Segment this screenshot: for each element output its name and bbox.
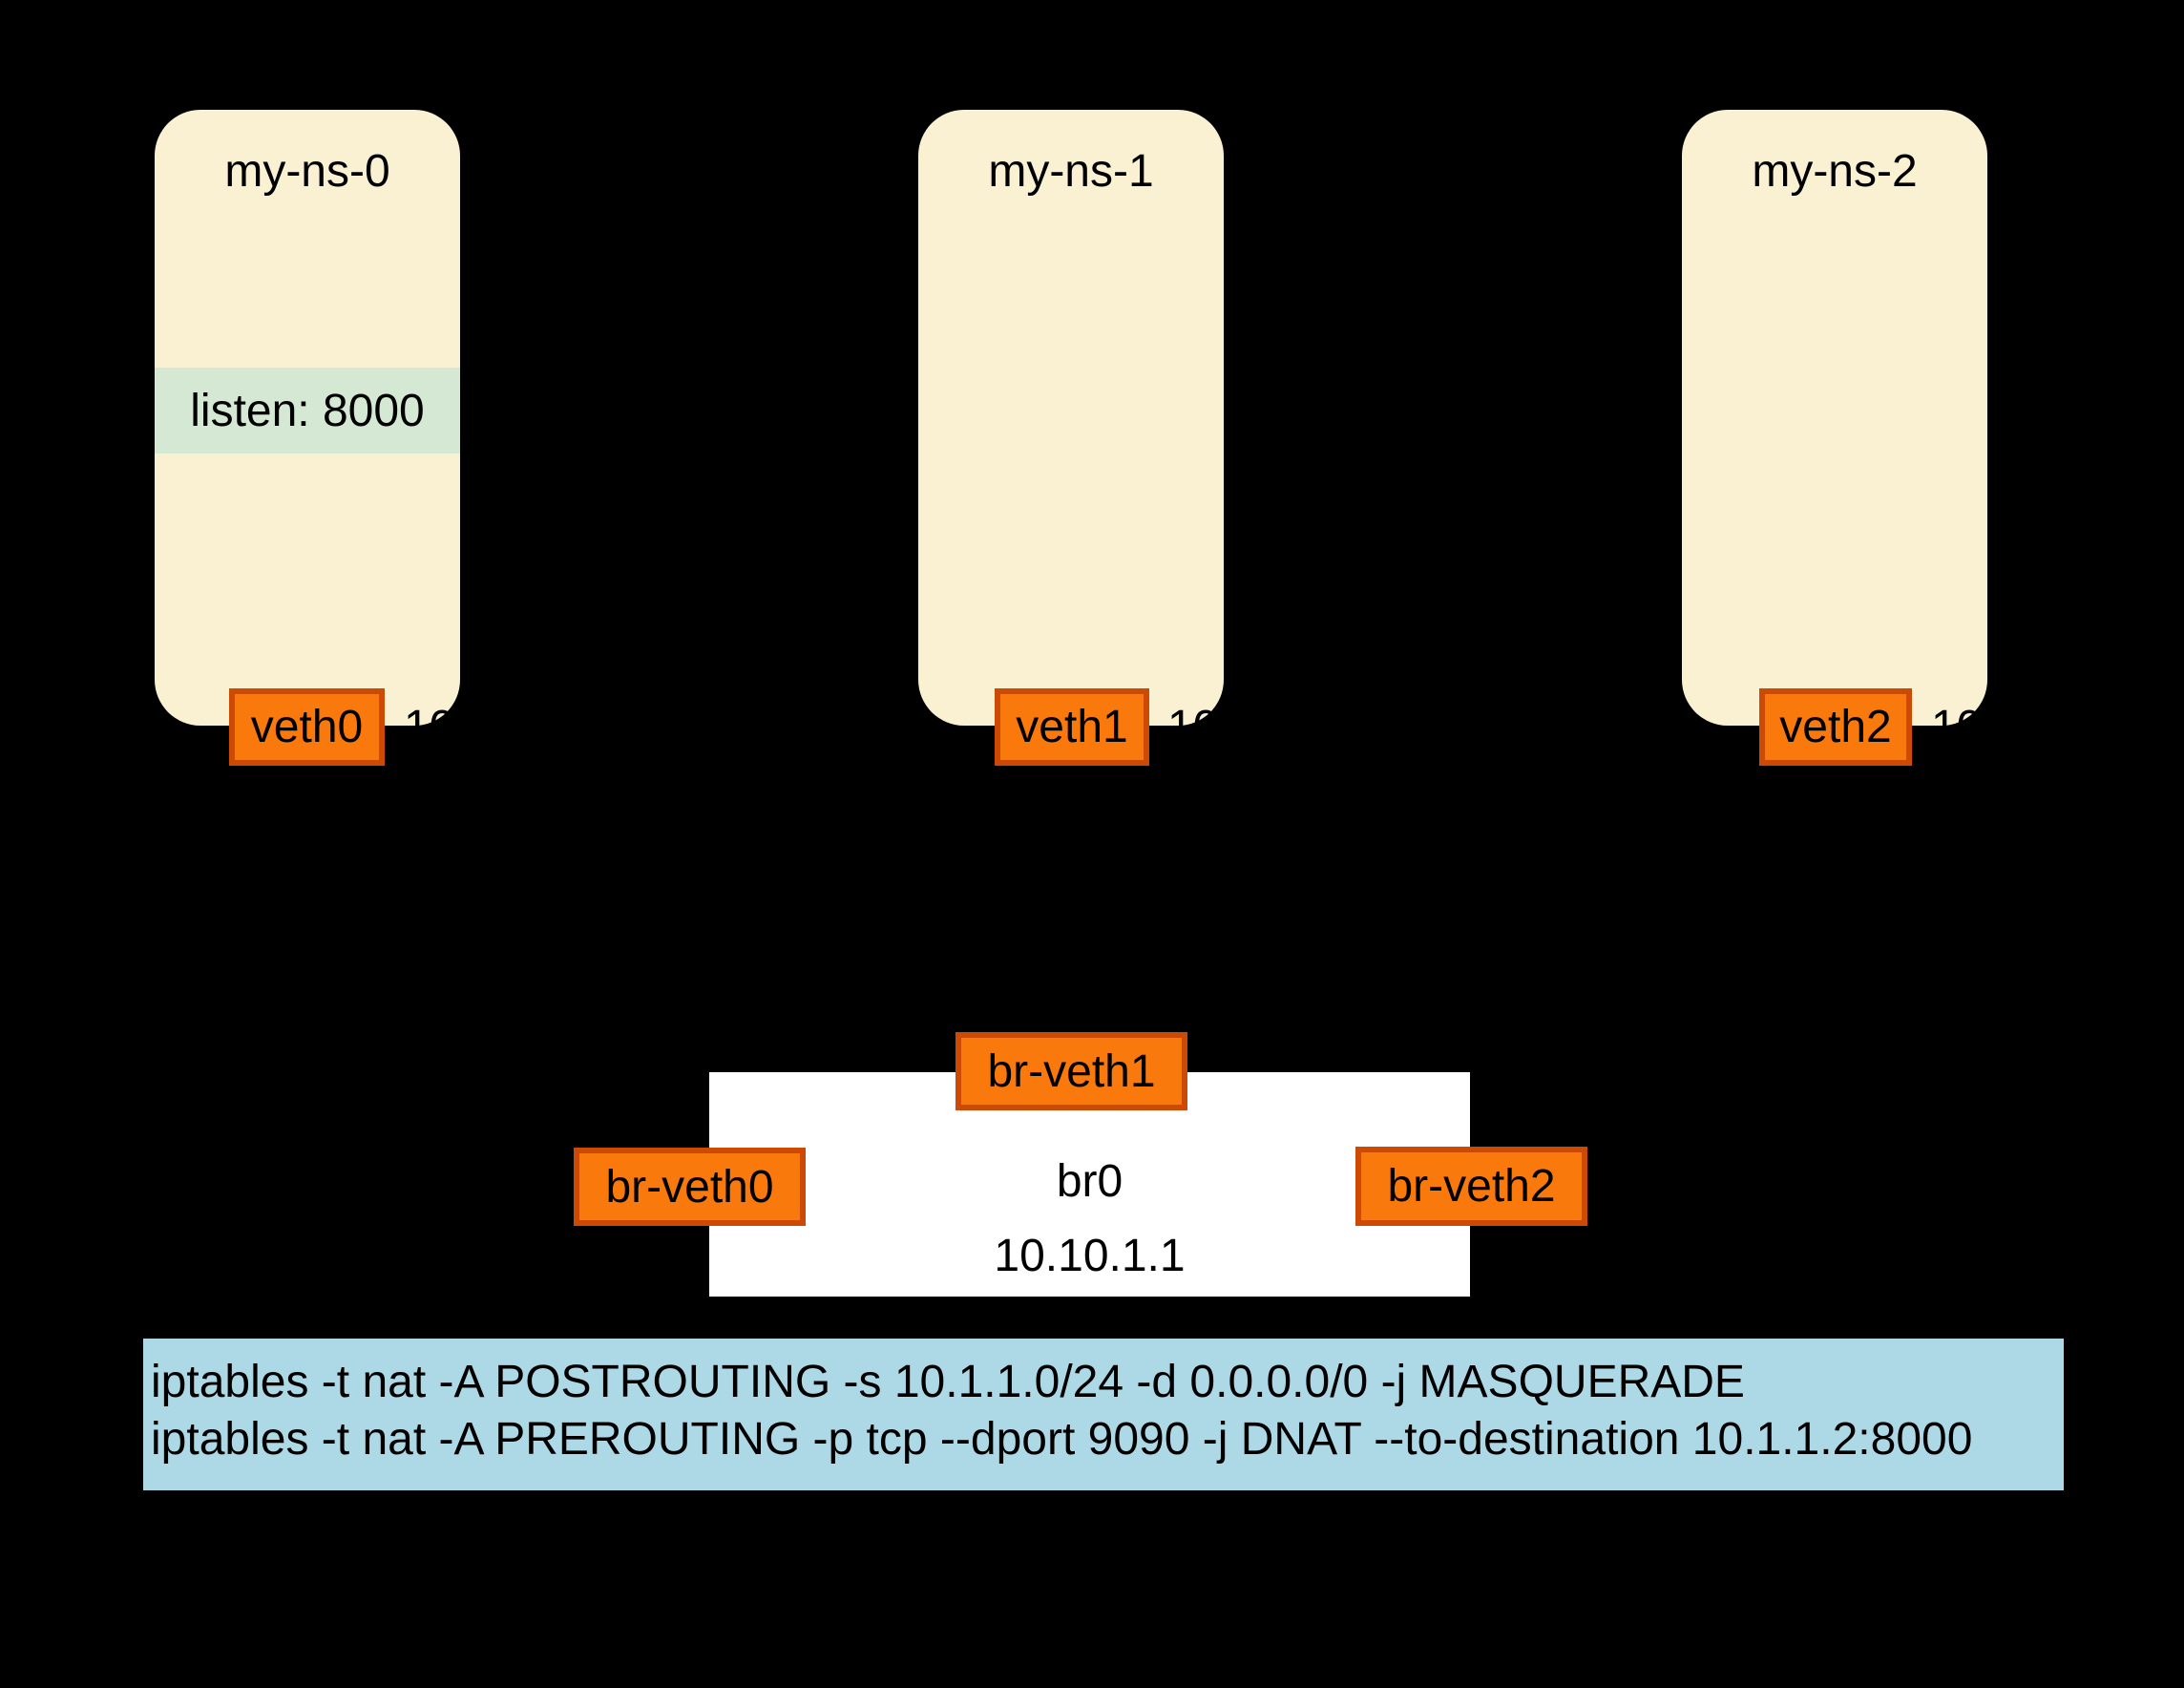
namespace-box-my-ns-0: my-ns-0 listen: 8000 [155, 110, 460, 726]
bridge-ip: 10.10.1.1 [994, 1231, 1186, 1281]
veth0-ip-fragment: 10 [404, 702, 455, 752]
iptables-rule-postrouting: iptables -t nat -A POSTROUTING -s 10.1.1… [151, 1357, 1745, 1407]
namespace-title: my-ns-1 [988, 146, 1154, 197]
bridge-name: br0 [1056, 1156, 1124, 1207]
namespace-title: my-ns-2 [1752, 146, 1918, 197]
veth1-port: veth1 [995, 688, 1149, 766]
listen-band: listen: 8000 [155, 368, 460, 454]
namespace-title: my-ns-0 [224, 146, 390, 197]
iptables-rule-prerouting: iptables -t nat -A PREROUTING -p tcp --d… [151, 1414, 1973, 1465]
br-veth1-port: br-veth1 [956, 1032, 1187, 1110]
namespace-box-my-ns-1: my-ns-1 [918, 110, 1224, 726]
veth2-port: veth2 [1759, 688, 1912, 766]
veth1-ip-fragment: 10 [1167, 702, 1219, 752]
iptables-rules-box: iptables -t nat -A POSTROUTING -s 10.1.1… [143, 1339, 2064, 1490]
veth0-port: veth0 [229, 688, 385, 766]
br-veth0-port: br-veth0 [574, 1148, 806, 1226]
br-veth2-port: br-veth2 [1355, 1147, 1587, 1226]
listen-label: listen: 8000 [190, 385, 425, 436]
namespace-box-my-ns-2: my-ns-2 [1682, 110, 1987, 726]
veth2-ip-fragment: 10 [1931, 702, 1983, 752]
